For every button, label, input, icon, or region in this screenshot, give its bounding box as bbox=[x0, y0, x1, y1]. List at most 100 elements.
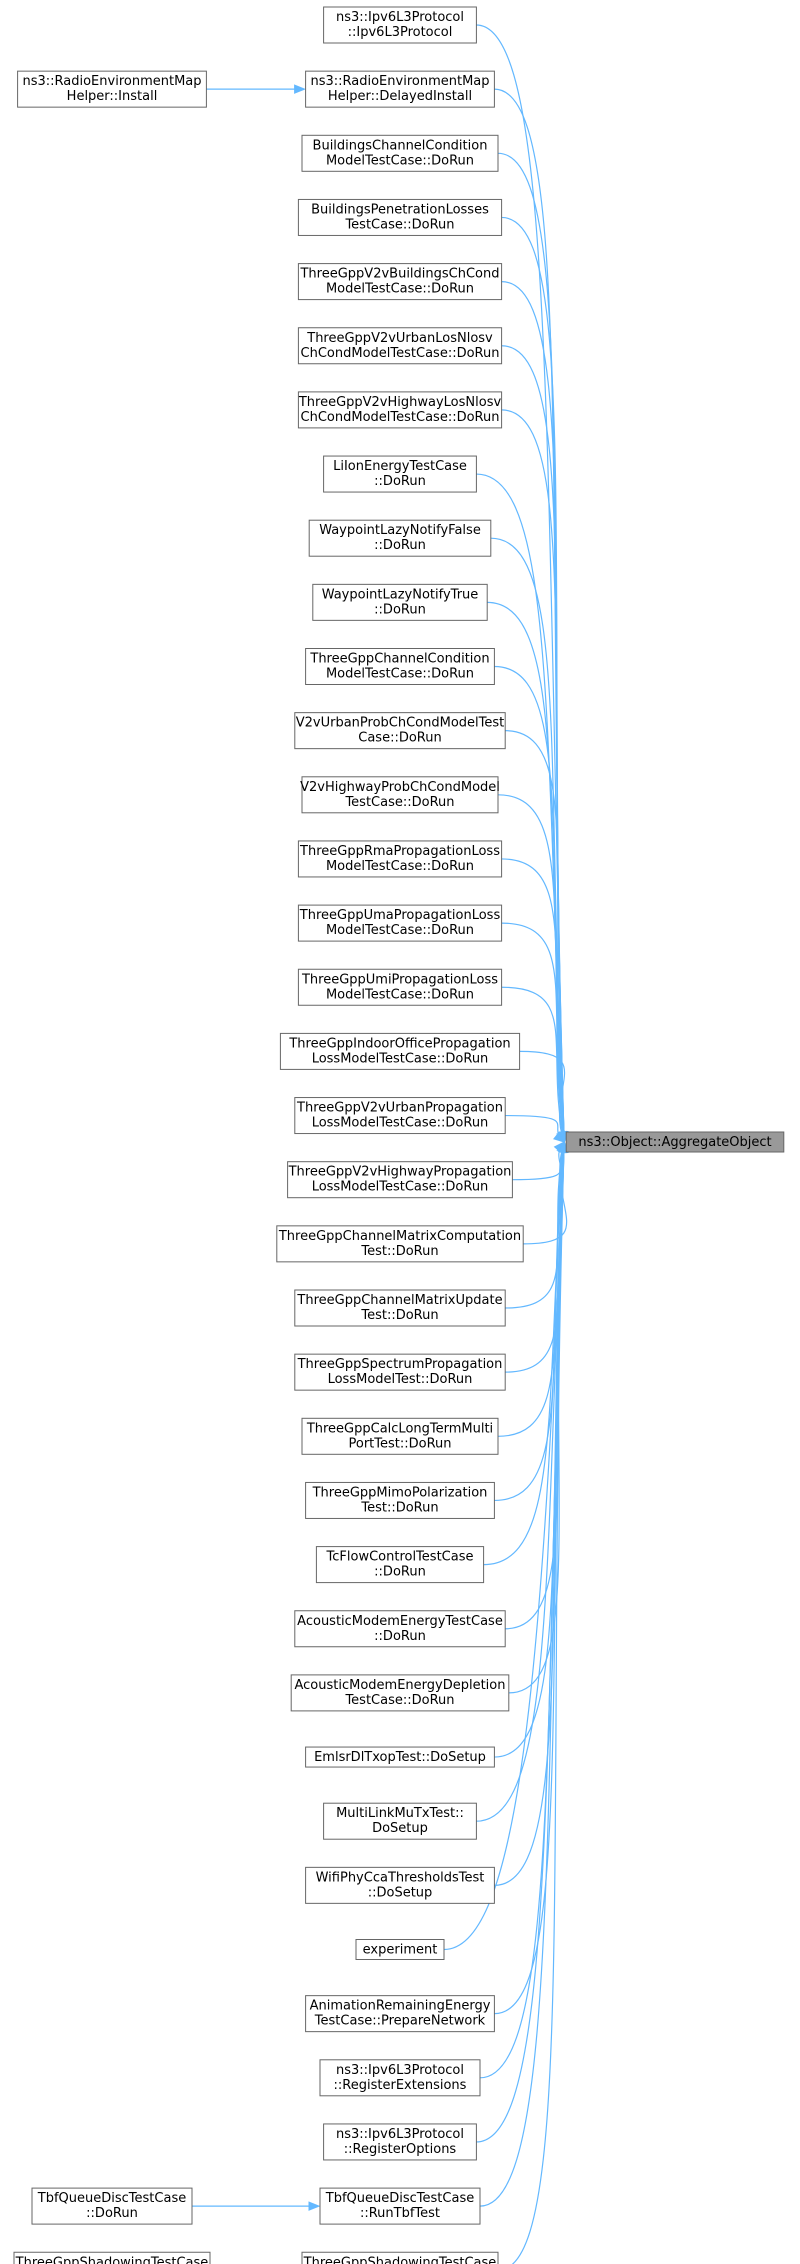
node-box bbox=[279, 1032, 521, 1070]
node-box bbox=[294, 1610, 506, 1648]
node-label: ns3::Ipv6L3Protocol bbox=[336, 10, 464, 25]
caller-node[interactable]: ns3::Ipv6L3Protocol::RegisterOptions bbox=[323, 2123, 477, 2161]
node-label: ns3::RadioEnvironmentMap bbox=[22, 74, 201, 89]
caller-node[interactable]: ThreeGppV2vHighwayPropagationLossModelTe… bbox=[287, 1161, 513, 1199]
node-label: ns3::Object::AggregateObject bbox=[578, 1135, 771, 1150]
node-label: AnimationRemainingEnergy bbox=[310, 1999, 491, 2014]
node-label: Case::DoRun bbox=[358, 731, 441, 746]
node-box bbox=[17, 70, 207, 108]
node-label: ::RunTbfTest bbox=[360, 2206, 440, 2221]
caller-node[interactable]: ThreeGppV2vBuildingsChCondModelTestCase:… bbox=[297, 263, 503, 301]
node-label: ::Ipv6L3Protocol bbox=[348, 25, 453, 40]
node-label: ThreeGppV2vHighwayLosNlosv bbox=[298, 395, 502, 410]
node-box bbox=[294, 712, 506, 750]
caller-node[interactable]: WaypointLazyNotifyFalse::DoRun bbox=[308, 519, 492, 557]
node-label: ns3::RadioEnvironmentMap bbox=[310, 74, 489, 89]
node-label: ::DoRun bbox=[374, 1629, 426, 1644]
node-label: V2vUrbanProbChCondModelTest bbox=[296, 716, 505, 731]
node-box bbox=[301, 2251, 499, 2264]
node-label: LiIonEnergyTestCase bbox=[333, 459, 467, 474]
caller-node[interactable]: ns3::Ipv6L3Protocol::Ipv6L3Protocol bbox=[323, 6, 477, 44]
edge-line bbox=[501, 409, 565, 1143]
arrowhead-icon bbox=[553, 1131, 566, 1143]
edge-line bbox=[501, 986, 565, 1143]
edge-line bbox=[511, 1141, 565, 2264]
caller-node[interactable]: ns3::Ipv6L3Protocol::RegisterExtensions bbox=[319, 2059, 481, 2097]
caller-node[interactable]: EmlsrDlTxopTest::DoSetup bbox=[305, 1746, 495, 1768]
node-label: ThreeGppChannelCondition bbox=[309, 652, 489, 667]
node-box bbox=[323, 455, 477, 493]
caller-node[interactable]: ThreeGppV2vHighwayLosNlosvChCondModelTes… bbox=[298, 391, 503, 429]
caller-node[interactable]: ThreeGppRmaPropagationLossModelTestCase:… bbox=[297, 840, 503, 878]
caller-node[interactable]: ThreeGppShadowingTestCase::RunTest bbox=[301, 2251, 499, 2264]
node-label: ThreeGppChannelMatrixComputation bbox=[278, 1229, 521, 1244]
caller-node[interactable]: ThreeGppChannelConditionModelTestCase::D… bbox=[305, 648, 495, 685]
caller-node[interactable]: WifiPhyCcaThresholdsTest::DoSetup bbox=[305, 1866, 495, 1904]
edge-line bbox=[501, 216, 565, 1143]
caller-node[interactable]: ThreeGppUmaPropagationLossModelTestCase:… bbox=[297, 904, 503, 942]
node-box bbox=[323, 1802, 477, 1840]
caller-node[interactable]: experiment bbox=[355, 1939, 445, 1960]
caller-node[interactable]: ThreeGppUmiPropagationLossModelTestCase:… bbox=[297, 968, 503, 1006]
node-label: experiment bbox=[363, 1943, 438, 1958]
caller-node[interactable]: ThreeGppIndoorOfficePropagationLossModel… bbox=[279, 1032, 521, 1070]
caller-node[interactable]: AcousticModemEnergyDepletionTestCase::Do… bbox=[290, 1674, 510, 1712]
edge-line bbox=[501, 858, 565, 1143]
node-box bbox=[305, 1866, 495, 1904]
caller-node[interactable]: ThreeGppSpectrumPropagationLossModelTest… bbox=[294, 1353, 506, 1391]
node-label: Helper::Install bbox=[67, 89, 158, 104]
node-label: ModelTestCase::DoRun bbox=[326, 987, 474, 1002]
caller-node[interactable]: ThreeGppChannelMatrixComputationTest::Do… bbox=[276, 1225, 524, 1263]
node-label: Test::DoRun bbox=[360, 1500, 438, 1515]
caller-node[interactable]: ThreeGppShadowingTestCase::DoRun bbox=[13, 2251, 211, 2264]
node-label: ThreeGppMimoPolarization bbox=[312, 1485, 488, 1500]
node-label: TcFlowControlTestCase bbox=[326, 1550, 474, 1565]
edge-line bbox=[479, 1141, 565, 2207]
caller-node[interactable]: ThreeGppV2vUrbanPropagationLossModelTest… bbox=[294, 1097, 506, 1135]
node-label: ModelTestCase::DoRun bbox=[326, 859, 474, 874]
call-edge bbox=[505, 1114, 566, 1143]
node-label: TestCase::PrepareNetwork bbox=[314, 2014, 486, 2029]
node-label: ThreeGppShadowingTestCase bbox=[15, 2255, 209, 2264]
caller-node[interactable]: AcousticModemEnergyTestCase::DoRun bbox=[294, 1610, 506, 1648]
node-box bbox=[290, 1674, 510, 1712]
node-label: ThreeGppCalcLongTermMulti bbox=[306, 1421, 493, 1436]
caller-node[interactable]: TcFlowControlTestCase::DoRun bbox=[315, 1546, 485, 1584]
caller-node[interactable]: TbfQueueDiscTestCase::DoRun bbox=[31, 2187, 193, 2225]
node-label: ChCondModelTestCase::DoRun bbox=[301, 410, 500, 425]
nodes-layer: ns3::Object::AggregateObjectns3::Ipv6L3P… bbox=[13, 6, 785, 2264]
node-label: WaypointLazyNotifyTrue bbox=[322, 587, 479, 602]
caller-node[interactable]: MultiLinkMuTxTest::DoSetup bbox=[323, 1802, 477, 1840]
node-box bbox=[297, 904, 503, 942]
caller-node[interactable]: TbfQueueDiscTestCase::RunTbfTest bbox=[319, 2187, 481, 2225]
node-box bbox=[305, 70, 495, 108]
edge-line bbox=[497, 152, 565, 1143]
node-label: LossModelTestCase::DoRun bbox=[312, 1051, 489, 1066]
target-node[interactable]: ns3::Object::AggregateObject bbox=[565, 1131, 785, 1153]
caller-node[interactable]: BuildingsChannelConditionModelTestCase::… bbox=[301, 134, 499, 172]
caller-node[interactable]: ThreeGppV2vUrbanLosNlosvChCondModelTestC… bbox=[297, 327, 503, 365]
node-label: LossModelTestCase::DoRun bbox=[312, 1180, 489, 1195]
node-label: ThreeGppSpectrumPropagation bbox=[297, 1357, 503, 1372]
node-label: AcousticModemEnergyDepletion bbox=[294, 1678, 505, 1693]
node-box bbox=[323, 2123, 477, 2161]
node-box bbox=[301, 134, 499, 172]
node-label: TestCase::DoRun bbox=[344, 795, 454, 810]
caller-node[interactable]: LiIonEnergyTestCase::DoRun bbox=[323, 455, 477, 493]
node-label: BuildingsChannelCondition bbox=[313, 138, 488, 153]
caller-node[interactable]: BuildingsPenetrationLossesTestCase::DoRu… bbox=[297, 198, 503, 236]
node-box bbox=[305, 1746, 495, 1768]
call-edge bbox=[192, 2201, 321, 2211]
node-label: ::RegisterExtensions bbox=[334, 2078, 467, 2093]
caller-node[interactable]: AnimationRemainingEnergyTestCase::Prepar… bbox=[305, 1995, 495, 2033]
edge-line bbox=[443, 1141, 565, 1951]
caller-node[interactable]: ns3::RadioEnvironmentMapHelper::DelayedI… bbox=[305, 70, 495, 108]
caller-node[interactable]: WaypointLazyNotifyTrue::DoRun bbox=[312, 583, 488, 621]
